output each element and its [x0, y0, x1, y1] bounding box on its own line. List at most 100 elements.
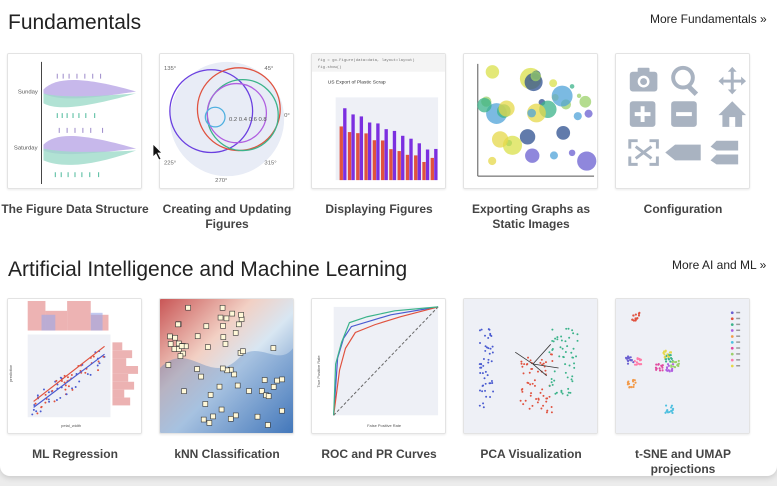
point [560, 391, 563, 394]
point [630, 359, 633, 362]
point [65, 393, 68, 396]
point [539, 361, 542, 364]
more-ai-ml-link[interactable]: More AI and ML » [672, 258, 767, 272]
point [624, 356, 628, 359]
point [229, 310, 236, 317]
camera-icon [629, 67, 658, 92]
point [200, 416, 207, 423]
caption-creating-updating-figures: Creating and Updating Figures [162, 202, 292, 231]
point [548, 385, 551, 387]
card-configuration[interactable] [615, 53, 750, 189]
bubble [498, 100, 515, 117]
point [47, 391, 50, 394]
point [565, 327, 568, 330]
card-exporting-static-images[interactable] [463, 53, 598, 189]
point [551, 359, 554, 362]
bubble [584, 109, 593, 118]
point [178, 343, 185, 349]
point [545, 411, 548, 414]
point [487, 361, 490, 364]
bubble [491, 131, 509, 148]
card-figure-data-structure[interactable]: Sunday Saturday [7, 53, 142, 189]
point [655, 363, 658, 366]
point [552, 340, 555, 343]
card-creating-updating-figures[interactable]: 135° 45° 0° 225° 270° 315° 0.2 0.4 0.6 0… [159, 53, 294, 189]
more-fundamentals-link[interactable]: More Fundamentals » [650, 12, 767, 26]
bar [397, 151, 401, 181]
card-knn-classification[interactable] [159, 298, 294, 434]
point [526, 363, 529, 365]
point [59, 396, 62, 399]
card-tsne-umap[interactable] [615, 298, 750, 434]
point [666, 353, 669, 356]
point [490, 380, 493, 383]
bubble [573, 112, 582, 121]
point [634, 318, 637, 322]
card-ml-regression[interactable]: prediction petal_width [7, 298, 142, 434]
roc-ylabel: True Positive Rate [316, 355, 321, 388]
point [634, 313, 637, 316]
point [522, 403, 525, 406]
polar-label-45: 45° [264, 66, 273, 72]
legend-marker [730, 346, 734, 350]
point [531, 382, 534, 385]
point [533, 384, 536, 387]
caption-displaying-figures: Displaying Figures [325, 202, 433, 216]
point [63, 381, 66, 384]
point [551, 348, 554, 351]
card-roc-pr-curves[interactable]: True Positive Rate False Positive Rate [311, 298, 446, 434]
point [483, 377, 486, 380]
point [638, 311, 641, 314]
point [234, 382, 241, 389]
point [67, 385, 70, 388]
point [217, 314, 224, 321]
point [550, 381, 553, 384]
point [479, 372, 482, 374]
point [570, 351, 573, 354]
point [218, 406, 225, 413]
point [564, 340, 567, 343]
point [571, 329, 574, 332]
point [194, 333, 201, 339]
point [548, 395, 551, 398]
point [570, 378, 573, 381]
point [86, 373, 89, 376]
point [220, 334, 227, 340]
point [71, 387, 74, 390]
point [628, 356, 631, 359]
point [524, 399, 527, 402]
point [97, 360, 100, 363]
point [98, 362, 101, 365]
point [489, 347, 492, 350]
bar [364, 133, 368, 181]
point [567, 391, 570, 394]
point [626, 362, 630, 365]
point [632, 385, 635, 389]
legend-text-placeholder [736, 347, 741, 349]
bubble [569, 84, 575, 89]
bubble-series [477, 65, 597, 171]
point [70, 373, 73, 376]
point [259, 388, 265, 394]
point [657, 363, 660, 366]
point [567, 387, 570, 390]
bar [422, 161, 426, 181]
polar-label-270: 270° [215, 178, 227, 184]
point [626, 381, 629, 384]
pan-icon [718, 66, 747, 95]
card-pca-visualization[interactable] [463, 298, 598, 434]
point [48, 400, 51, 403]
point [270, 384, 277, 390]
polar-label-0: 0° [284, 113, 290, 119]
card-displaying-figures[interactable]: fig = go.Figure(data=data, layout=layout… [311, 53, 446, 189]
point [546, 409, 549, 412]
point [31, 413, 34, 416]
point [630, 386, 633, 389]
point [551, 383, 554, 386]
bubble [551, 85, 573, 107]
point [533, 379, 536, 382]
bar [384, 129, 388, 181]
point [550, 406, 553, 408]
bubble [530, 70, 541, 82]
point [203, 323, 210, 329]
